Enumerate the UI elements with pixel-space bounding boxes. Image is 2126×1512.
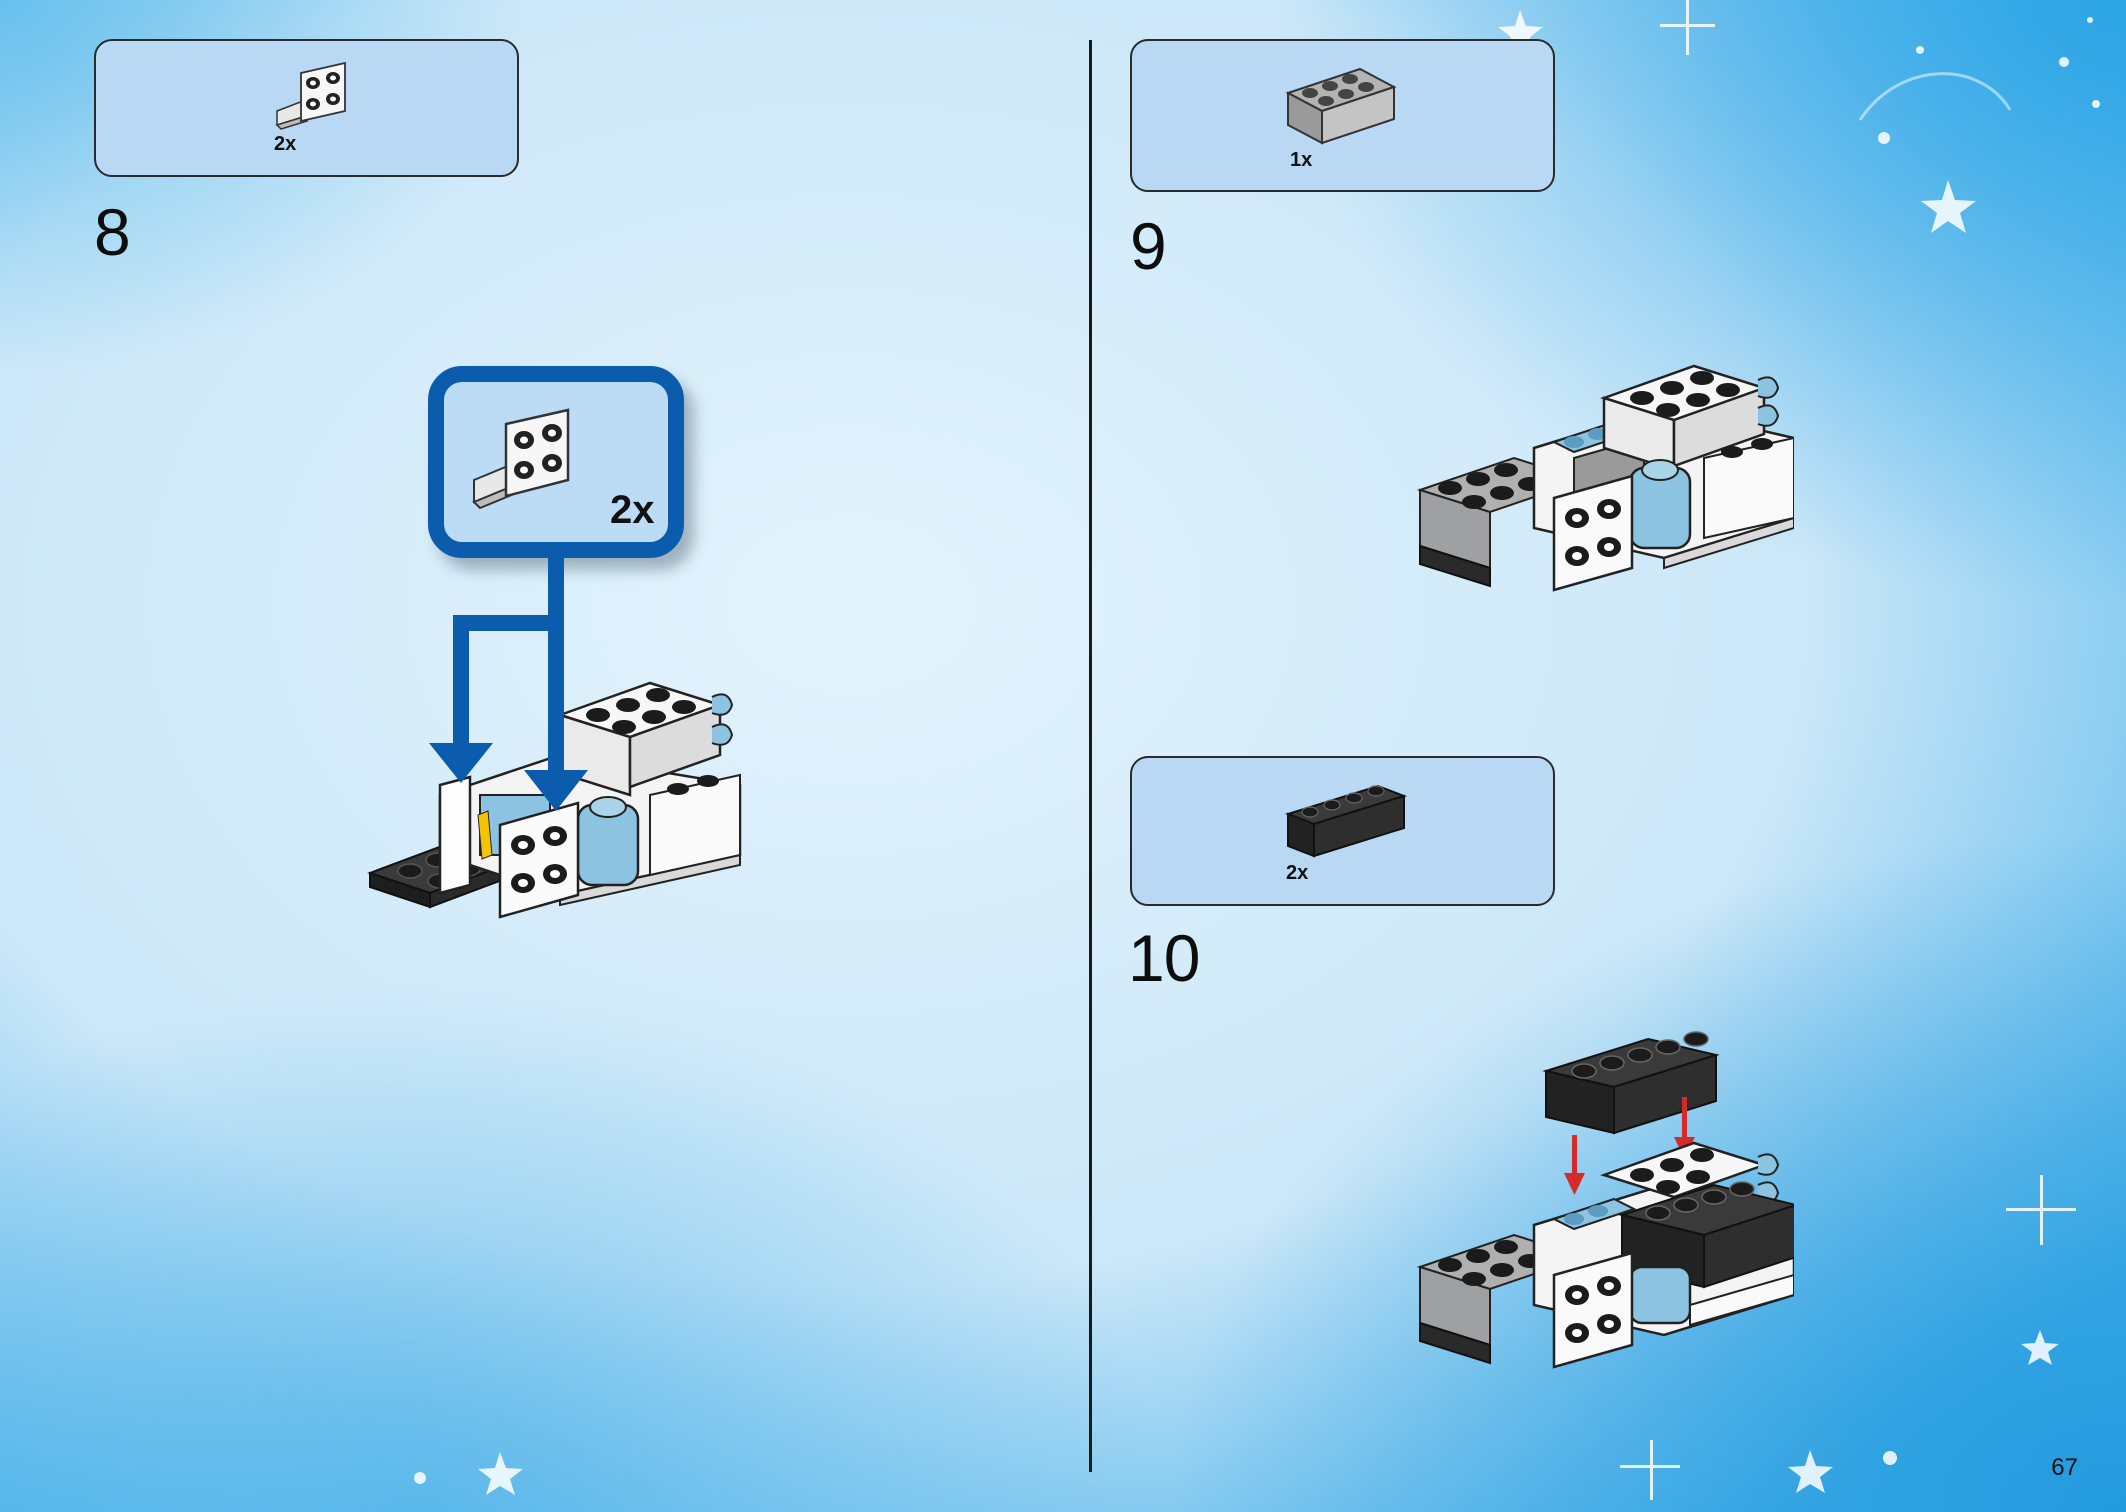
bracket-piece-icon — [472, 408, 570, 510]
model-step-9 — [1416, 364, 1794, 592]
step-number-9: 9 — [1130, 209, 1167, 283]
parts-box-step-9: 1x — [1130, 39, 1555, 192]
step-number-8: 8 — [94, 195, 131, 269]
part-quantity: 2x — [1286, 862, 1309, 884]
part-quantity: 2x — [274, 133, 297, 155]
parts-box-step-8: 2x — [94, 39, 519, 177]
part-quantity: 1x — [1290, 149, 1313, 171]
page-divider — [1089, 40, 1092, 1472]
model-step-8 — [367, 555, 742, 919]
parts-box-step-10: 2x — [1130, 756, 1555, 906]
black-brick-1x4-icon — [1284, 784, 1408, 858]
gray-brick-2x4-icon — [1285, 67, 1397, 145]
page-number: 67 — [2051, 1454, 2078, 1481]
model-step-10 — [1416, 1031, 1794, 1369]
callout-quantity: 2x — [610, 488, 655, 532]
step-number-10: 10 — [1128, 921, 1200, 995]
sub-step-callout: 2x — [428, 366, 684, 558]
bracket-piece-icon — [275, 61, 346, 130]
